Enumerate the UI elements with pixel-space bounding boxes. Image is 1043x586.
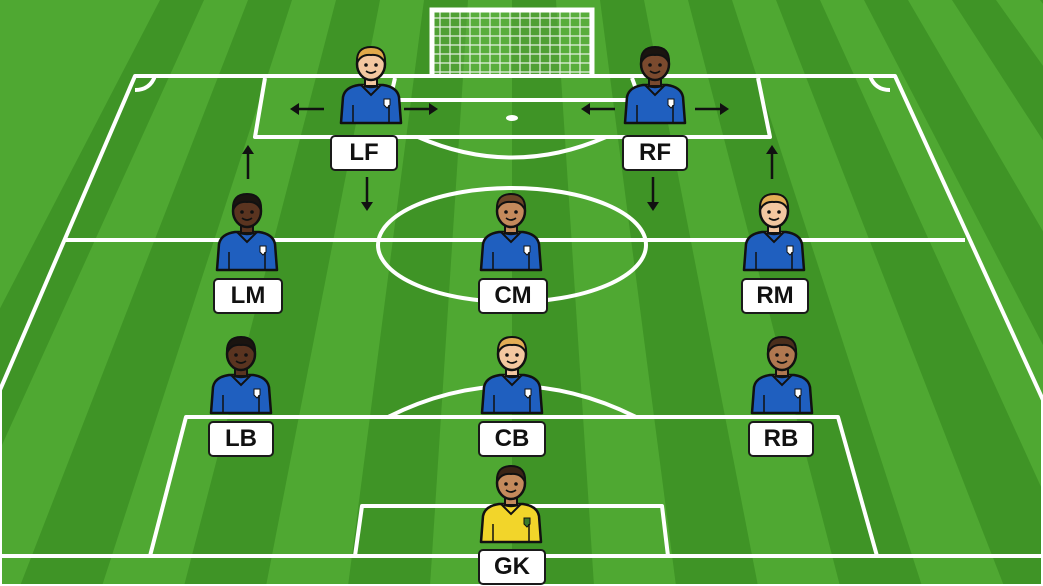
arrow-down-icon xyxy=(647,177,659,211)
player-figure-icon xyxy=(479,464,543,544)
corner-arc-right xyxy=(868,75,891,92)
player-figure-icon xyxy=(479,192,543,272)
player-figure-icon xyxy=(742,192,806,272)
position-label-cm: CM xyxy=(478,278,548,314)
grass-stripe xyxy=(776,0,1043,586)
grass-stripe xyxy=(864,0,1043,346)
grass-stripe xyxy=(0,0,204,450)
grass-stripe xyxy=(20,0,292,586)
arrow-left-icon xyxy=(290,103,324,115)
player-cb xyxy=(472,333,552,415)
top-penalty-arc xyxy=(417,135,607,160)
player-figure-icon xyxy=(215,192,279,272)
player-figure-icon xyxy=(339,45,403,125)
position-label-cb: CB xyxy=(478,421,546,457)
player-cm xyxy=(471,190,551,272)
goal-net xyxy=(429,7,595,76)
arrow-down-icon xyxy=(361,177,373,211)
player-figure-icon xyxy=(209,335,273,415)
player-rf xyxy=(615,43,695,125)
bottom-penalty-box xyxy=(148,415,879,557)
arrow-left-icon xyxy=(581,103,615,115)
player-lm xyxy=(207,190,287,272)
player-rb xyxy=(742,333,822,415)
position-label-rb: RB xyxy=(748,421,814,457)
position-label-lf: LF xyxy=(330,135,398,171)
player-figure-icon xyxy=(750,335,814,415)
player-figure-icon xyxy=(480,335,544,415)
corner-arc-left xyxy=(134,75,157,92)
arrow-up-icon xyxy=(242,145,254,179)
grass-stripe xyxy=(1040,0,1043,4)
position-label-gk: GK xyxy=(478,549,546,585)
position-label-lb: LB xyxy=(208,421,274,457)
player-figure-icon xyxy=(623,45,687,125)
player-lf xyxy=(331,43,411,125)
grass-stripe xyxy=(952,0,1043,141)
player-gk xyxy=(471,462,551,544)
arrow-up-icon xyxy=(766,145,778,179)
penalty-spot xyxy=(506,115,518,121)
arrow-right-icon xyxy=(404,103,438,115)
position-label-rf: RF xyxy=(622,135,688,171)
top-penalty-box xyxy=(253,77,772,139)
arrow-right-icon xyxy=(695,103,729,115)
position-label-lm: LM xyxy=(213,278,283,314)
position-label-rm: RM xyxy=(741,278,809,314)
player-lb xyxy=(201,333,281,415)
player-rm xyxy=(734,190,814,272)
touchline-boundary xyxy=(0,74,1043,586)
